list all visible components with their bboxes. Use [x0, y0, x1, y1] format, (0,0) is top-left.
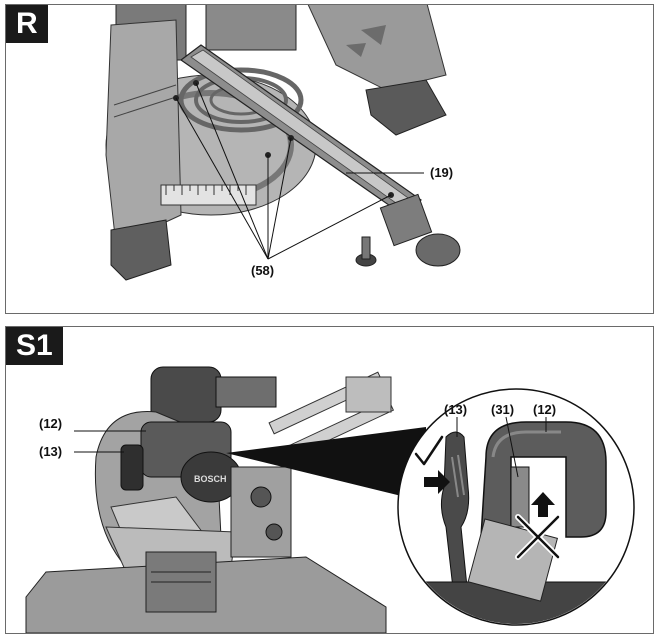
saw-table-illustration: (19) (58)	[105, 5, 461, 281]
rail-end-knob	[415, 233, 461, 267]
callout-13-detail: (13)	[444, 402, 467, 417]
figure-tag-r: R	[6, 5, 48, 43]
zoom-wedge	[226, 427, 426, 502]
callout-12-detail: (12)	[533, 402, 556, 417]
left-table	[105, 19, 182, 246]
figure-tag-s1: S1	[6, 327, 63, 365]
callout-58: (58)	[251, 263, 274, 278]
check-icon	[414, 435, 444, 466]
right-table-extension	[307, 5, 447, 91]
lock-31-detail	[510, 466, 530, 528]
lever-13	[120, 444, 144, 491]
callout-31-detail: (31)	[491, 402, 514, 417]
saw-handle-illustration: BOSCH	[25, 366, 635, 633]
left-foot	[110, 219, 172, 281]
motor-housing	[150, 366, 222, 423]
right-foot	[365, 79, 447, 136]
figure-panel-s1: S1 BOSCH	[5, 326, 654, 634]
callout-12-left: (12)	[39, 416, 62, 431]
figure-panel-r: R	[5, 4, 654, 314]
arrow-right-icon	[424, 470, 450, 494]
leader-line-31-detail	[505, 416, 519, 478]
callout-19: (19)	[430, 165, 453, 180]
arrow-up-icon	[531, 492, 555, 517]
callout-13-left: (13)	[39, 444, 62, 459]
leader-lines-58	[175, 82, 392, 260]
angle-scale	[160, 184, 257, 206]
brand-logo: BOSCH	[194, 474, 227, 484]
